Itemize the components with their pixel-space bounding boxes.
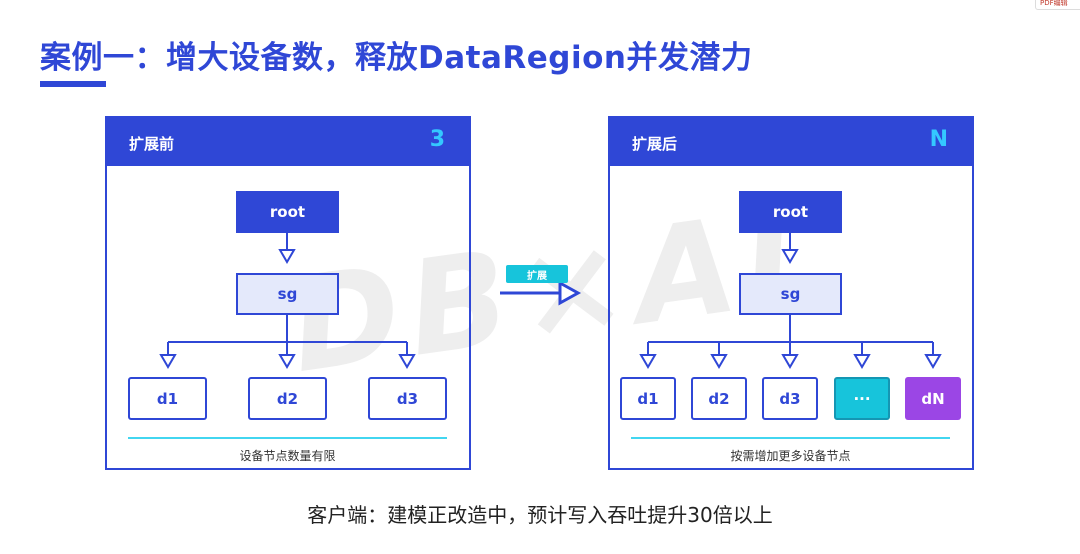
arrow-sg-dn-right	[924, 354, 942, 369]
after-device-node-2: d2	[691, 377, 747, 420]
after-footer-divider	[631, 437, 950, 439]
arrow-sg-d2-right	[710, 354, 728, 369]
after-device-node-1: d1	[620, 377, 676, 420]
after-root-node: root	[739, 191, 842, 233]
before-device-node-1: d1	[128, 377, 207, 420]
after-device-node-3: d3	[762, 377, 818, 420]
before-panel-header: 扩展前 3	[107, 118, 469, 166]
after-footer-text: 按需增加更多设备节点	[730, 449, 851, 463]
corner-badge: PDF编辑	[1035, 0, 1080, 10]
after-panel-title: 扩展后	[632, 135, 678, 153]
title-underline	[40, 81, 106, 87]
arrow-root-sg-right	[781, 249, 799, 264]
before-root-node: root	[236, 191, 339, 233]
before-device-count: 3	[429, 127, 445, 152]
arrow-sg-d1-left	[159, 354, 177, 369]
expand-arrow-head	[558, 280, 582, 306]
arrow-sg-d3-left	[398, 354, 416, 369]
after-device-count: N	[929, 127, 948, 152]
after-device-node-n: dN	[905, 377, 961, 420]
after-panel-header: 扩展后 N	[610, 118, 972, 166]
arrow-root-sg-left	[278, 249, 296, 264]
arrow-sg-more-right	[853, 354, 871, 369]
arrow-sg-d2-left	[278, 354, 296, 369]
before-panel: 扩展前 3	[105, 116, 471, 470]
arrow-sg-d3-right	[781, 354, 799, 369]
after-device-node-more: ···	[834, 377, 890, 420]
after-panel: 扩展后 N	[608, 116, 974, 470]
before-device-node-2: d2	[248, 377, 327, 420]
before-panel-title: 扩展前	[129, 135, 175, 153]
before-footer-divider	[128, 437, 447, 439]
before-sg-node: sg	[236, 273, 339, 315]
before-footer-text: 设备节点数量有限	[239, 449, 336, 463]
after-sg-node: sg	[739, 273, 842, 315]
before-device-node-3: d3	[368, 377, 447, 420]
arrow-sg-d1-right	[639, 354, 657, 369]
expand-label: 扩展	[506, 265, 568, 283]
page-title: 案例一：增大设备数，释放DataRegion并发潜力	[40, 40, 753, 76]
bottom-caption: 客户端：建模正改造中，预计写入吞吐提升30倍以上	[307, 503, 773, 527]
